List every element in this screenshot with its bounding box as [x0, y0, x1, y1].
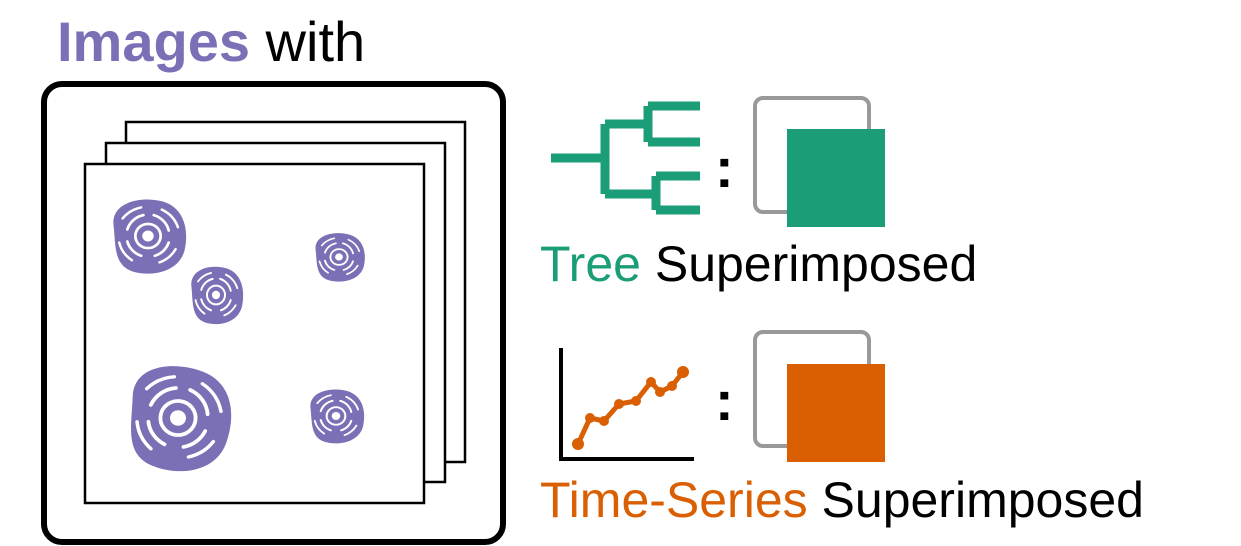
tree-superimpose-icon — [753, 96, 885, 227]
title-highlight: Images — [57, 10, 250, 73]
timeseries-keyword: Time-Series — [540, 472, 808, 528]
title-rest: with — [250, 10, 366, 73]
tree-caption-rest: Superimposed — [640, 236, 978, 292]
cell-icon — [314, 232, 366, 283]
cell-icon — [309, 388, 366, 445]
figure-title: Images with — [57, 8, 365, 76]
timeseries-separator: : — [715, 369, 734, 432]
tree-caption: Tree Superimposed — [540, 234, 977, 294]
timeseries-caption-rest: Superimposed — [807, 472, 1144, 528]
tree-separator: : — [715, 136, 734, 199]
line-chart-icon — [559, 348, 694, 461]
tree-keyword: Tree — [540, 236, 641, 292]
cell-icon — [111, 198, 188, 276]
timeseries-caption: Time-Series Superimposed — [540, 470, 1144, 530]
timeseries-superimpose-icon — [753, 330, 885, 462]
tree-icon — [551, 101, 700, 215]
cell-icon — [190, 265, 245, 326]
image-stack-frame — [41, 81, 506, 545]
